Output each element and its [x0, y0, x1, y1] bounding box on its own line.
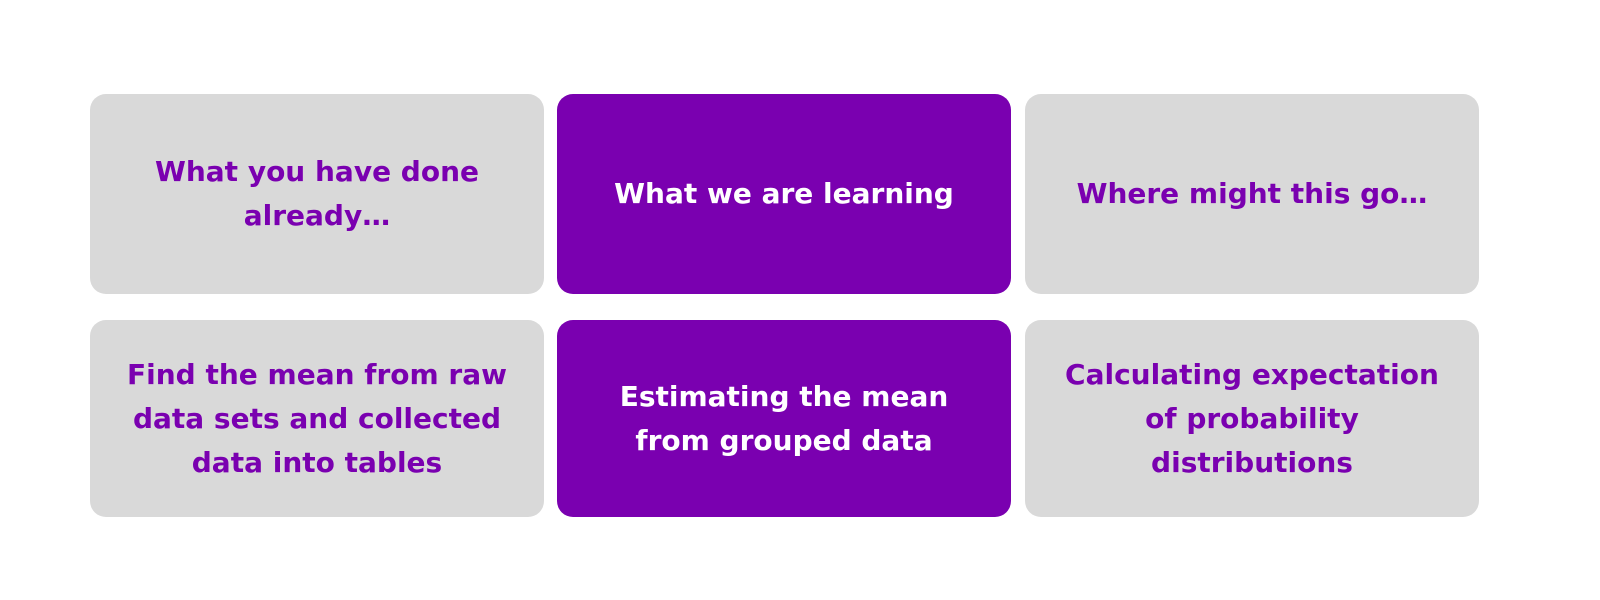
content-text: Find the mean from raw data sets and col…	[127, 357, 507, 479]
header-text: What you have done already…	[154, 155, 480, 232]
header-text: What we are learning	[614, 177, 954, 210]
header-text: Where might this go…	[1076, 177, 1428, 210]
content-learning: Estimating the mean from grouped data	[557, 320, 1011, 517]
content-text: Estimating the mean from grouped data	[619, 379, 949, 457]
header-done-already: What you have done already…	[90, 94, 544, 294]
content-done-already: Find the mean from raw data sets and col…	[90, 320, 544, 517]
header-learning: What we are learning	[557, 94, 1011, 294]
content-where-next: Calculating expectation of probability d…	[1025, 320, 1479, 517]
header-where-next: Where might this go…	[1025, 94, 1479, 294]
content-text: Calculating expectation of probability d…	[1065, 357, 1439, 479]
